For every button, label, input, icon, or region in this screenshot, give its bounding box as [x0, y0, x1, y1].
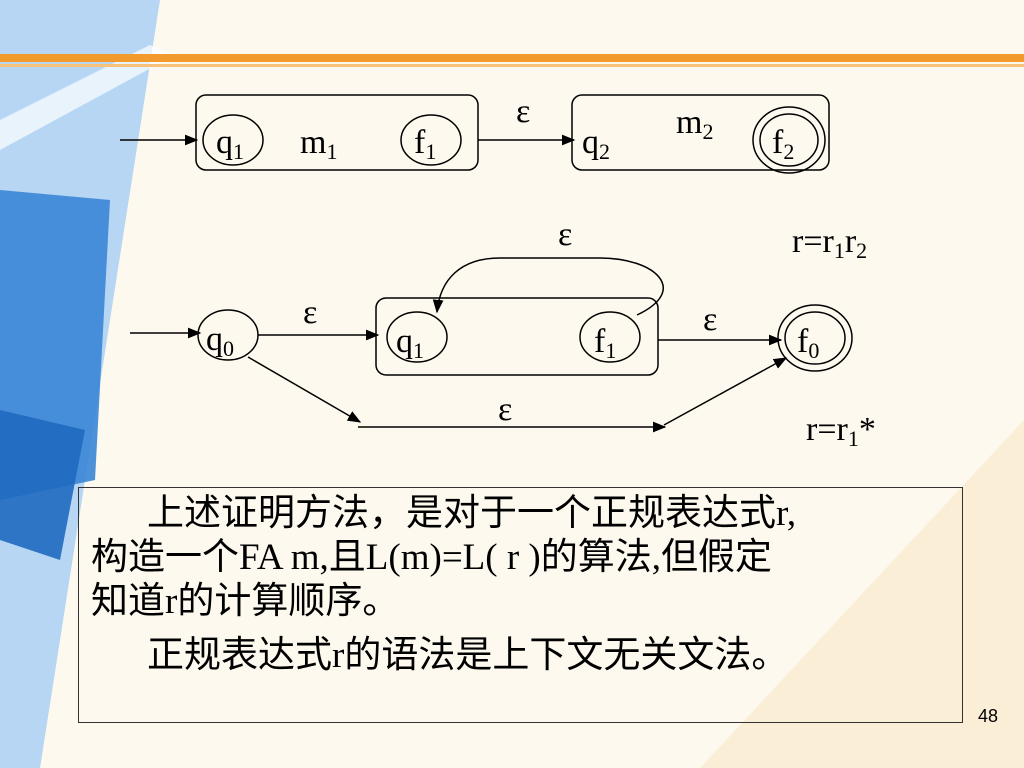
machine-m2-label: m2 — [676, 104, 713, 144]
state-q2-label: q2 — [582, 124, 610, 164]
state-f1-2-label: f1 — [594, 323, 616, 363]
state-q0-label: q0 — [206, 321, 234, 361]
state-f2-inner — [759, 113, 819, 167]
state-q1-2 — [386, 311, 448, 363]
state-q1-label: q1 — [216, 124, 244, 164]
state-f1-2 — [579, 311, 641, 363]
bypass-up-arrow — [663, 357, 788, 426]
formula-concatenation: r=r1r2 — [792, 223, 867, 263]
note-line-4: 正规表达式r的语法是上下文无关文法。 — [147, 635, 789, 676]
epsilon-bypass-label: ε — [498, 391, 512, 428]
epsilon-label: ε — [516, 93, 530, 130]
machine-m2-box — [571, 94, 830, 171]
note-line-1: 上述证明方法，是对于一个正规表达式r, — [147, 493, 797, 534]
state-f0-outer — [777, 304, 853, 372]
background-white-streak — [0, 45, 175, 150]
state-f0-inner — [784, 311, 846, 365]
machine-m1-box — [195, 94, 479, 171]
concatenation-diagram: q1 m1 f1 ε q2 m2 f2 — [120, 93, 830, 174]
state-f1-label: f1 — [414, 124, 436, 164]
header-orange-bar — [0, 54, 1024, 62]
background-dark-blue-shape — [0, 410, 85, 560]
note-line-3: 知道r的计算顺序。 — [91, 581, 400, 622]
header-orange-bar-light — [0, 64, 1024, 67]
state-q1 — [202, 114, 264, 166]
page-number: 48 — [978, 706, 999, 726]
note-line-2: 构造一个FA m,且L(m)=L( r )的算法,但假定 — [91, 537, 772, 578]
state-f0-label: f0 — [797, 323, 819, 363]
closure-diagram: q0 ε q1 f1 ε ε f0 ε — [130, 216, 853, 433]
state-q1-2-label: q1 — [396, 323, 424, 363]
epsilon-loop-transition — [432, 257, 664, 316]
epsilon-out-label: ε — [703, 301, 717, 338]
bypass-down-arrow — [247, 356, 362, 423]
machine-m1-label: m1 — [300, 124, 337, 164]
background-warm-glow — [700, 420, 1024, 768]
machine-m1-box-2 — [375, 297, 659, 376]
state-f2-outer — [752, 106, 826, 174]
state-f2-label: f2 — [772, 124, 794, 164]
epsilon-loop-label: ε — [558, 216, 572, 253]
state-f1 — [400, 114, 462, 166]
epsilon-in-label: ε — [303, 294, 317, 331]
explanation-textbox: 上述证明方法，是对于一个正规表达式r, 构造一个FA m,且L(m)=L( r … — [78, 487, 963, 723]
formula-closure: r=r1* — [806, 411, 876, 451]
